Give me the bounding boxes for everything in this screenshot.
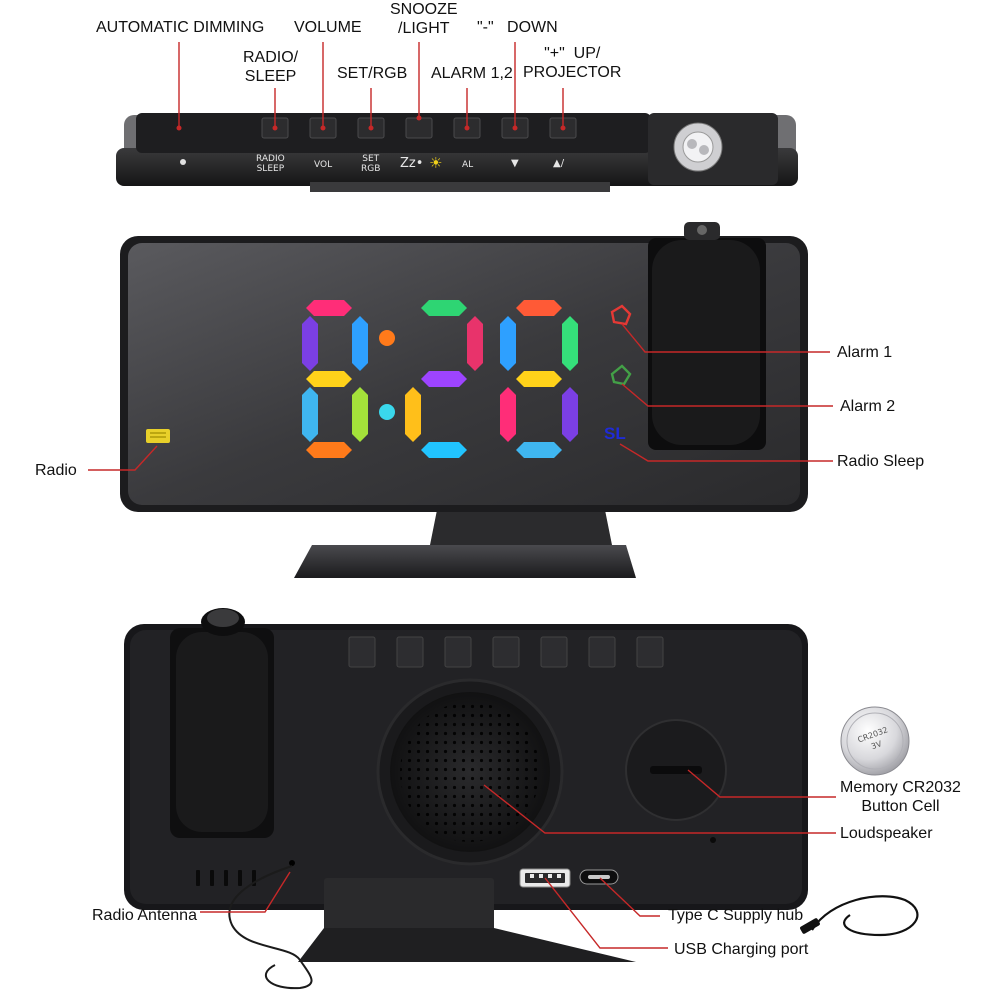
alarm2-icon: [610, 364, 632, 386]
usb-cable: [811, 895, 919, 937]
alarm1-icon: [610, 304, 632, 326]
front-pointer-lines: [88, 323, 833, 471]
segment-b: [562, 316, 578, 371]
antenna-wire: [228, 865, 313, 990]
colon-upper-dot: [379, 330, 395, 346]
digit-2: [306, 300, 368, 458]
button-al[interactable]: AL: [462, 160, 474, 170]
label-alarm2: Alarm 2: [840, 398, 896, 415]
segment-a: [421, 300, 467, 316]
segment-d: [421, 442, 467, 458]
light-sensor-icon: [180, 159, 186, 165]
segment-c: [562, 387, 578, 442]
button-set-rgb[interactable]: SET RGB: [361, 154, 381, 174]
label-down: "-" DOWN: [477, 19, 558, 36]
segment-c: [352, 387, 368, 442]
segment-b: [302, 316, 318, 371]
sleep-indicator: SL: [604, 424, 626, 443]
label-automatic-dimming: AUTOMATIC DIMMING: [96, 19, 265, 36]
segment-e: [500, 387, 516, 442]
segment-d: [516, 442, 562, 458]
button-down[interactable]: ▼: [511, 158, 519, 169]
label-usb-port: USB Charging port: [674, 941, 809, 958]
type-c-port-icon: [579, 869, 619, 885]
segment-g: [306, 371, 352, 387]
digit-4: [500, 300, 578, 458]
label-memory-cell: Memory CR2032 Button Cell: [840, 779, 961, 815]
label-radio-antenna: Radio Antenna: [92, 907, 197, 924]
svg-text:3V: 3V: [870, 739, 883, 751]
digit-3: [405, 300, 483, 458]
label-alarm-12: ALARM 1,2: [431, 65, 513, 82]
top-view: [116, 42, 798, 192]
time-digits: [302, 300, 578, 458]
colon-lower-dot: [379, 404, 395, 420]
segment-f: [500, 316, 516, 371]
top-pointer-lines: [178, 42, 564, 128]
label-snooze-light: SNOOZE /LIGHT: [390, 1, 458, 37]
label-set-rgb: SET/RGB: [337, 65, 408, 82]
segment-b: [467, 316, 483, 371]
label-radio-sleep: RADIO/ SLEEP: [243, 49, 299, 85]
label-alarm1: Alarm 1: [837, 344, 893, 361]
label-type-c: Type C Supply hub: [668, 907, 804, 924]
vent-slots: [196, 870, 256, 886]
label-volume: VOLUME: [294, 19, 362, 36]
battery-cover-icon: [625, 719, 727, 821]
light-sun-icon: ☀: [429, 155, 443, 172]
cr2032-coin-icon: CR2032 3V: [840, 706, 910, 776]
segment-g: [421, 371, 467, 387]
front-view: [88, 222, 833, 578]
segment-d: [306, 442, 352, 458]
label-radio-sleep-indicator: Radio Sleep: [837, 453, 925, 470]
segment-b: [352, 316, 368, 371]
button-vol[interactable]: VOL: [314, 160, 333, 170]
button-snooze[interactable]: Zz•: [400, 156, 424, 171]
segment-e: [405, 387, 421, 442]
loudspeaker-grille-icon: [376, 678, 564, 866]
back-pointer-lines: [200, 769, 836, 949]
projector-lens-icon: [673, 122, 723, 172]
button-up[interactable]: ▲/: [553, 158, 565, 169]
button-radio-sleep[interactable]: RADIO SLEEP: [256, 154, 285, 174]
label-loudspeaker: Loudspeaker: [840, 825, 933, 842]
segment-g: [516, 371, 562, 387]
label-up-projector: "+" UP/ PROJECTOR: [523, 45, 622, 81]
back-view: CR2032 3V: [124, 608, 919, 990]
segment-a: [306, 300, 352, 316]
radio-indicator-icon: [146, 429, 170, 443]
label-radio: Radio: [35, 462, 77, 479]
segment-c: [302, 387, 318, 442]
digit-1: [302, 316, 318, 442]
segment-a: [516, 300, 562, 316]
projector-knob-back-icon: [201, 608, 245, 636]
